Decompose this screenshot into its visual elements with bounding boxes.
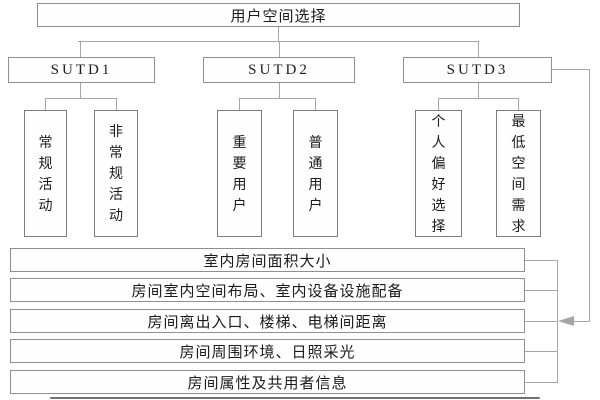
connector-sutd1-down [80, 83, 81, 98]
criteria-bar-room-area-label: 室内房间面积大小 [203, 252, 332, 270]
node-personal-preference: 个人偏好选择 [415, 110, 462, 237]
criteria-bar-distance-label: 房间离出入口、楼梯、电梯间距离 [147, 313, 388, 331]
node-regular-activities: 常规活动 [24, 110, 67, 237]
node-root-label: 用户空间选择 [230, 7, 327, 25]
node-minimum-space-demand-label: 最低空间需求 [511, 112, 526, 234]
connector-level1-distributor [78, 41, 478, 42]
node-sutd2-label: SUTD2 [248, 61, 310, 78]
connector-bar4-stub [525, 351, 557, 352]
feedback-arrowhead-icon [558, 316, 574, 326]
connector-drop-child-3a [438, 98, 439, 110]
criteria-bar-environment-daylight-label: 房间周围环境、日照采光 [179, 343, 356, 361]
connector-drop-child-1b [116, 98, 117, 110]
connector-drop-sutd3 [478, 41, 479, 57]
criteria-bar-environment-daylight: 房间周围环境、日照采光 [10, 339, 525, 363]
node-important-users-label: 重要用户 [232, 133, 247, 213]
criteria-bar-layout-facilities: 房间室内空间布局、室内设备设施配备 [10, 278, 525, 302]
node-irregular-activities: 非常规活动 [94, 110, 138, 237]
connector-sutd1-distributor [45, 98, 117, 99]
connector-sutd3-down [478, 83, 479, 98]
connector-drop-child-2a [239, 98, 240, 110]
connector-bar5-stub [525, 382, 557, 383]
connector-drop-child-1a [45, 98, 46, 110]
connector-bar2-stub [525, 290, 557, 291]
node-ordinary-users-label: 普通用户 [308, 133, 323, 213]
connector-feedback-vertical [589, 69, 590, 322]
connector-drop-sutd2 [279, 41, 280, 57]
connector-sutd2-distributor [239, 98, 316, 99]
connector-criteria-bus [557, 260, 558, 383]
connector-bar1-stub [525, 260, 557, 261]
scan-artifact-line [50, 397, 540, 399]
connector-sutd2-down [279, 83, 280, 98]
criteria-bar-room-area: 室内房间面积大小 [10, 248, 525, 272]
criteria-bar-attributes-cousers-label: 房间属性及共用者信息 [187, 374, 348, 392]
node-sutd2: SUTD2 [203, 57, 355, 83]
connector-drop-child-2b [315, 98, 316, 110]
connector-sutd3-right-stub [552, 69, 589, 70]
node-root: 用户空间选择 [37, 3, 520, 27]
node-ordinary-users: 普通用户 [293, 110, 338, 237]
criteria-bar-layout-facilities-label: 房间室内空间布局、室内设备设施配备 [131, 282, 404, 300]
node-personal-preference-label: 个人偏好选择 [431, 112, 446, 234]
connector-root-drop [278, 27, 279, 41]
connector-drop-sutd1 [80, 41, 81, 57]
criteria-bar-attributes-cousers: 房间属性及共用者信息 [10, 370, 525, 394]
connector-drop-child-3b [518, 98, 519, 110]
connector-sutd3-distributor [438, 98, 519, 99]
connector-bar3-stub [525, 321, 557, 322]
criteria-bar-distance: 房间离出入口、楼梯、电梯间距离 [10, 309, 525, 333]
node-important-users: 重要用户 [217, 110, 262, 237]
node-sutd3: SUTD3 [403, 57, 552, 83]
node-sutd1-label: SUTD1 [50, 61, 113, 78]
node-sutd1: SUTD1 [8, 57, 155, 83]
node-minimum-space-demand: 最低空间需求 [496, 110, 541, 237]
node-sutd3-label: SUTD3 [446, 61, 509, 78]
node-regular-activities-label: 常规活动 [38, 133, 53, 213]
node-irregular-activities-label: 非常规活动 [109, 123, 123, 223]
connector-feedback-horizontal [572, 321, 590, 322]
